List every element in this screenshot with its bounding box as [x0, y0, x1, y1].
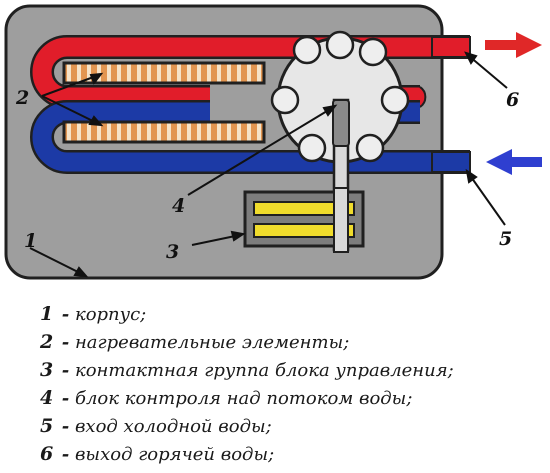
callout-3: 3: [166, 241, 179, 263]
callout-2: 2: [15, 87, 29, 109]
heating-element-top: [62, 61, 266, 85]
callout-1: 1: [24, 230, 37, 252]
callout-4: 4: [172, 195, 185, 217]
legend-number: 4: [40, 387, 54, 409]
legend-text: контактная группа блока управления;: [74, 360, 454, 381]
legend-text: корпус;: [74, 304, 147, 325]
legend-number: 6: [40, 443, 54, 465]
legend-list: 1 - корпус; 2 - нагревательные элементы;…: [40, 300, 540, 468]
legend-number: 5: [40, 415, 54, 437]
cold-water-in-arrow: [486, 149, 542, 175]
legend-item: 4 - блок контроля над потоком воды;: [40, 384, 540, 412]
legend-number: 1: [40, 303, 54, 325]
legend-text: вход холодной воды;: [74, 416, 272, 437]
legend-item: 2 - нагревательные элементы;: [40, 328, 540, 356]
legend-item: 5 - вход холодной воды;: [40, 412, 540, 440]
control-block-contacts: [243, 187, 365, 253]
heater-diagram: 1 2 3 4 5 6: [4, 4, 542, 280]
hot-water-out-arrow: [485, 32, 542, 58]
legend-text: нагревательные элементы;: [74, 332, 350, 353]
legend-number: 3: [40, 359, 54, 381]
legend-text: выход горячей воды;: [74, 444, 275, 465]
callout-6: 6: [506, 89, 519, 111]
callout-5: 5: [499, 228, 512, 250]
legend-item: 1 - корпус;: [40, 300, 540, 328]
legend-item: 3 - контактная группа блока управления;: [40, 356, 540, 384]
legend-number: 2: [40, 331, 54, 353]
heating-element-bottom: [62, 120, 266, 144]
legend-text: блок контроля над потоком воды;: [74, 388, 413, 409]
hot-outlet: [431, 36, 471, 58]
legend-item: 6 - выход горячей воды;: [40, 440, 540, 468]
cold-inlet: [431, 151, 471, 173]
